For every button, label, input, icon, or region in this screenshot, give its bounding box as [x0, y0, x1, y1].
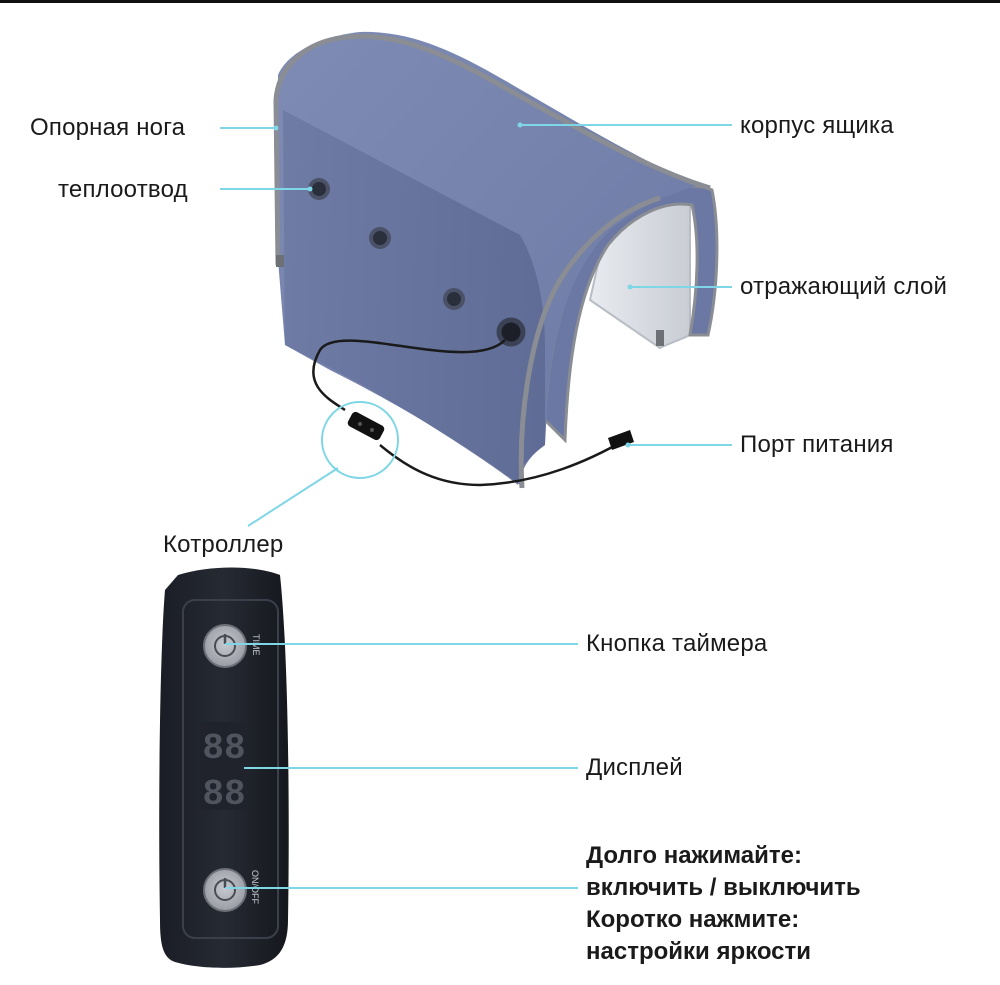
power-button[interactable] — [203, 868, 247, 912]
cable-controller-unit — [347, 411, 385, 441]
label-support-leg: Опорная нога — [30, 114, 186, 141]
instruction-on-off: включить / выключить — [586, 874, 861, 901]
box-side-panel — [283, 110, 545, 485]
label-timer-button: Кнопка таймера — [586, 630, 768, 657]
instruction-long-press: Долго нажимайте: — [586, 842, 802, 869]
instruction-brightness: настройки яркости — [586, 938, 812, 965]
leader-controller — [247, 467, 339, 527]
label-reflective-layer: отражающий слой — [740, 273, 948, 300]
remote-controller: TIME 88 88 ON/OFF — [159, 567, 289, 968]
display-digits-lower: 88 — [202, 774, 245, 815]
timer-button[interactable] — [203, 624, 247, 668]
label-power-port: Порт питания — [740, 431, 894, 458]
lamp-box — [273, 31, 719, 489]
label-heat-sink: теплоотвод — [58, 176, 188, 203]
power-cable — [312, 339, 626, 487]
label-box-body: корпус ящика — [740, 112, 894, 139]
box-edge-front — [518, 195, 661, 489]
controller-highlight-ring — [321, 401, 399, 479]
instruction-short-press: Коротко нажмите: — [586, 906, 800, 933]
digit-display: 88 88 — [200, 722, 248, 815]
display-digits: 88 — [202, 728, 245, 769]
leader-lines — [220, 124, 732, 889]
box-edge-top — [329, 33, 711, 191]
power-button-instructions: Долго нажимайте: включить / выключить Ко… — [586, 840, 861, 968]
box-edge-left — [273, 37, 331, 266]
heat-sink-holes — [308, 178, 526, 347]
top-border — [0, 0, 1000, 3]
power-plug — [608, 430, 634, 450]
label-controller: Котроллер — [163, 531, 284, 558]
label-display: Дисплей — [586, 754, 683, 781]
